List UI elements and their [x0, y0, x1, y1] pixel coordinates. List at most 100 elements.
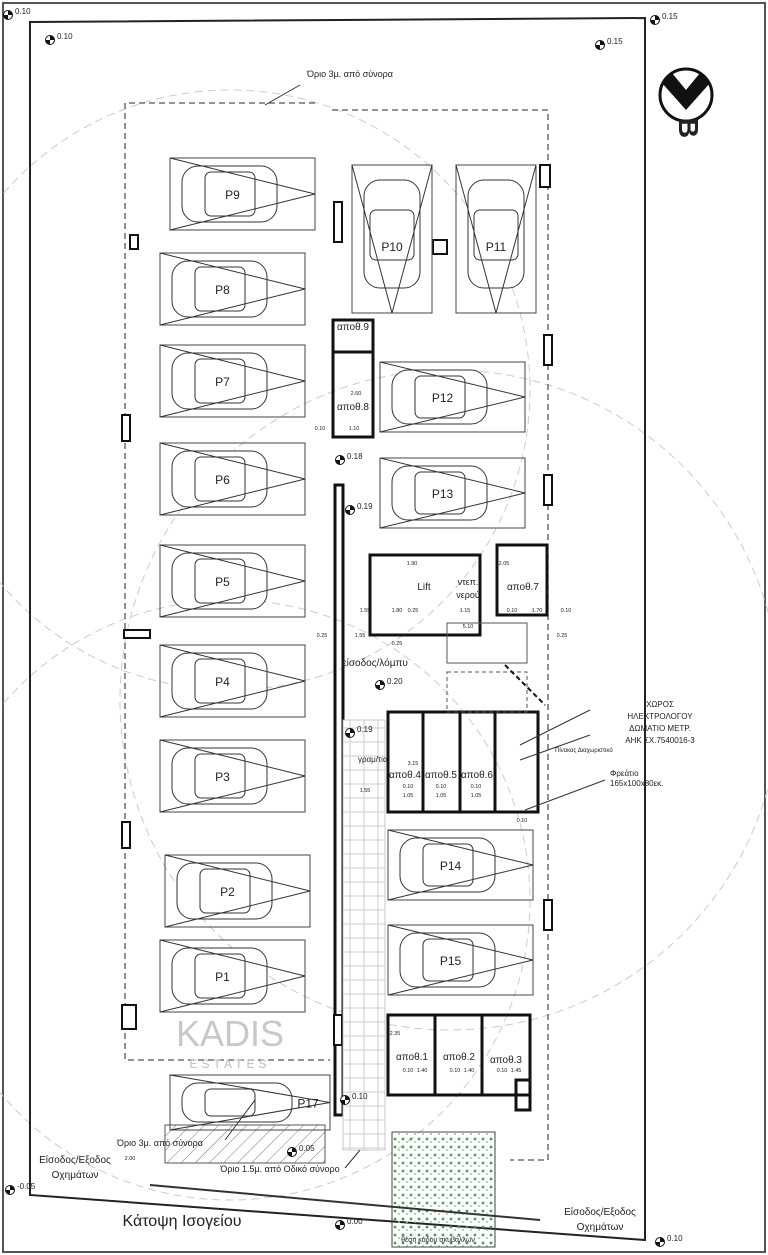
manhole-1-label: Φρεάτιο: [610, 769, 639, 778]
dimension-label: 0.10: [471, 784, 482, 790]
elevation-value: 0.10: [15, 7, 31, 16]
elevation-marker: 0.10: [3, 7, 31, 20]
elevation-marker: 0.05: [287, 1144, 315, 1157]
limit-road-label: Όριο 1.5μ. από Οδικό σύνορο: [219, 1164, 339, 1174]
storage-label: αποθ.7: [507, 582, 539, 593]
staircase[interactable]: [446, 622, 546, 713]
storage-label: αποθ.8: [337, 402, 369, 413]
elevation-marker: 0.10: [655, 1234, 683, 1247]
limit-3m-bottom-label: Όριο 3μ. από σύνορα: [116, 1138, 203, 1148]
elevation-marker: 0.18: [335, 452, 363, 465]
hatched-area: [164, 1124, 326, 1164]
dimension-label: 1.05: [471, 793, 482, 799]
dimension-label: 0.25: [392, 641, 403, 647]
panel-label: Πίνακας Διαχωριστικό: [555, 747, 613, 754]
elevation-value: 0.18: [347, 452, 363, 461]
dimension-label: 3.15: [408, 761, 419, 767]
parking-space-p7: P7: [159, 344, 306, 418]
dimension-label: 2.00: [125, 1156, 136, 1162]
parking-label: P6: [215, 473, 230, 487]
dimension-label: 2.05: [499, 561, 510, 567]
elevation-value: -0.05: [17, 1182, 36, 1191]
elevation-marker: 0.00: [335, 1217, 363, 1230]
parking-label: P12: [432, 391, 454, 405]
vehicle-entry-left-1-label: Είσοδος/Εξοδος: [39, 1154, 111, 1166]
electrician-1-label: ΧΩΡΟΣ: [646, 700, 674, 709]
north-arrow-icon: [658, 67, 714, 123]
parking-space-p2: P2: [164, 854, 311, 928]
dimension-label: 0.10: [517, 818, 528, 824]
vehicle-entry-left-2-label: Οχημάτων: [52, 1169, 99, 1181]
parking-space-p9: P9: [169, 157, 316, 231]
dimension-label: 2.35: [390, 1031, 401, 1037]
setback-line-right: [332, 109, 549, 1161]
parking-label: P7: [215, 375, 230, 389]
parking-space-p17: P17: [169, 1074, 331, 1131]
dimension-label: 1.40: [417, 1068, 428, 1074]
parking-label: P3: [215, 770, 230, 784]
dimension-label: 5.10: [463, 624, 474, 630]
leader-line: [519, 734, 591, 761]
parking-label: P13: [432, 487, 454, 501]
columns: [121, 164, 553, 1046]
plot-boundary: [29, 16, 646, 1242]
elevation-marker: 0.10: [45, 32, 73, 45]
parking-label: P5: [215, 575, 230, 589]
dimension-label: 0.10: [497, 1068, 508, 1074]
parking-label: P17: [297, 1097, 319, 1111]
elevation-value: 0.19: [357, 502, 373, 511]
vehicle-entry-right-2-label: Οχημάτων: [577, 1221, 624, 1233]
setback-line-left: [124, 102, 330, 1061]
dimension-label: 0.10: [561, 608, 572, 614]
dimension-label: 0.10: [315, 426, 326, 432]
electrician-2-label: ΗΛΕΚΤΡΟΛΟΓΟΥ: [627, 712, 693, 721]
bin-label: θέση κάδου σκυβάλλων: [401, 1236, 475, 1244]
storage-label: αποθ.6: [461, 770, 493, 781]
parking-label: P9: [225, 188, 240, 202]
dimension-label: 1.10: [349, 426, 360, 432]
dimension-label: 0.10: [403, 784, 414, 790]
dimension-label: 1.70: [532, 608, 543, 614]
dimension-label: 0.25: [408, 608, 419, 614]
elevation-value: 0.15: [607, 37, 623, 46]
parking-space-p1: P1: [159, 939, 306, 1013]
limit-3m-top-label: Όριο 3μ. από σύνορα: [306, 69, 393, 79]
dimension-label: 0.10: [450, 1068, 461, 1074]
leader-line: [524, 779, 606, 811]
dimension-label: 2.60: [351, 391, 362, 397]
parking-space-p12: P12: [379, 361, 526, 433]
parking-label: P4: [215, 675, 230, 689]
leader-line: [224, 1099, 256, 1141]
meter-1-label: ΔΩΜΑΤΙΟ ΜΕΤΡ.: [629, 724, 691, 733]
paved-walkway: [342, 719, 386, 1151]
lift-label: Lift: [417, 582, 431, 593]
elevation-value: 0.19: [357, 725, 373, 734]
parking-space-p14: P14: [387, 829, 534, 901]
title-label: Κάτοψη Ισογείου: [122, 1213, 241, 1230]
elevation-markers: 0.100.150.150.180.190.200.190.100.05-0.0…: [3, 7, 683, 1247]
vehicle-entry-right-1-label: Είσοδος/Εξοδος: [564, 1206, 636, 1218]
elevation-marker: 0.15: [650, 12, 678, 25]
dimension-label: 0.10: [507, 608, 518, 614]
road-boundary: [149, 1184, 541, 1221]
elevation-marker: 0.15: [595, 37, 623, 50]
dimension-label: 1.15: [460, 608, 471, 614]
elevation-marker: -0.05: [5, 1182, 36, 1195]
water-2-label: νερού: [456, 590, 480, 600]
dimension-label: 1.55: [355, 633, 366, 639]
dimension-label: 0.10: [403, 1068, 414, 1074]
north-label: B: [673, 118, 704, 138]
leader-line: [519, 709, 591, 746]
parking-label: P11: [486, 240, 507, 254]
parking-space-p3: P3: [159, 739, 306, 813]
parking-space-p4: P4: [159, 644, 306, 718]
watermark-brand: KADIS: [176, 1013, 284, 1054]
dimension-label: 1.55: [360, 608, 371, 614]
parking-space-p5: P5: [159, 544, 306, 618]
parking-label: P14: [440, 859, 462, 873]
elevation-value: 0.00: [347, 1217, 363, 1226]
